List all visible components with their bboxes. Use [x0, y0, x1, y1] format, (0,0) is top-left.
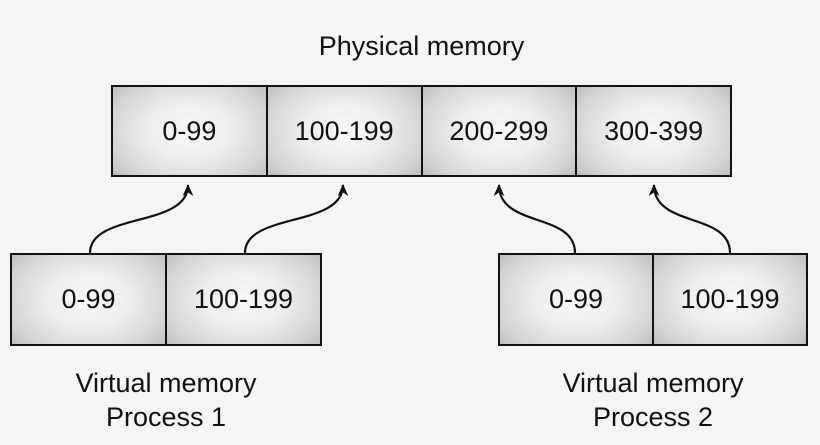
physical-block-label: 0-99 [162, 115, 217, 146]
mapping-arrow-p2-100-199 [648, 184, 732, 254]
physical-memory-row: 0-99 100-199 200-299 300-399 [111, 85, 732, 177]
process2-virtual-memory-row: 0-99 100-199 [498, 253, 808, 346]
mapping-arrow-p1-100-199 [243, 184, 349, 254]
process1-caption-line1: Virtual memory [75, 368, 257, 398]
physical-block-label: 200-299 [449, 115, 549, 146]
physical-block-label: 300-399 [604, 115, 704, 146]
process1-block-0-99: 0-99 [12, 255, 165, 344]
process2-caption-line1: Virtual memory [562, 368, 744, 398]
physical-block-100-199: 100-199 [265, 87, 421, 175]
mapping-arrow-p1-0-99 [88, 184, 194, 254]
process2-caption-line2: Process 2 [592, 402, 714, 432]
physical-memory-title: Physical memory [318, 31, 525, 61]
virtual-block-label: 100-199 [680, 284, 780, 314]
physical-block-label: 100-199 [294, 115, 394, 146]
process1-virtual-memory-row: 0-99 100-199 [10, 253, 322, 346]
process2-block-0-99: 0-99 [500, 255, 652, 344]
process2-caption: Virtual memory Process 2 [498, 366, 808, 434]
virtual-block-label: 0-99 [548, 284, 604, 314]
virtual-block-label: 100-199 [193, 284, 294, 314]
process1-block-100-199: 100-199 [165, 255, 320, 344]
physical-block-0-99: 0-99 [113, 87, 266, 175]
process1-caption-line2: Process 1 [105, 402, 227, 432]
process1-caption: Virtual memory Process 1 [10, 366, 322, 434]
mapping-arrow-p2-0-99 [493, 184, 577, 254]
physical-block-300-399: 300-399 [575, 87, 730, 175]
physical-block-200-299: 200-299 [420, 87, 576, 175]
process2-block-100-199: 100-199 [652, 255, 806, 344]
virtual-block-label: 0-99 [61, 284, 116, 314]
